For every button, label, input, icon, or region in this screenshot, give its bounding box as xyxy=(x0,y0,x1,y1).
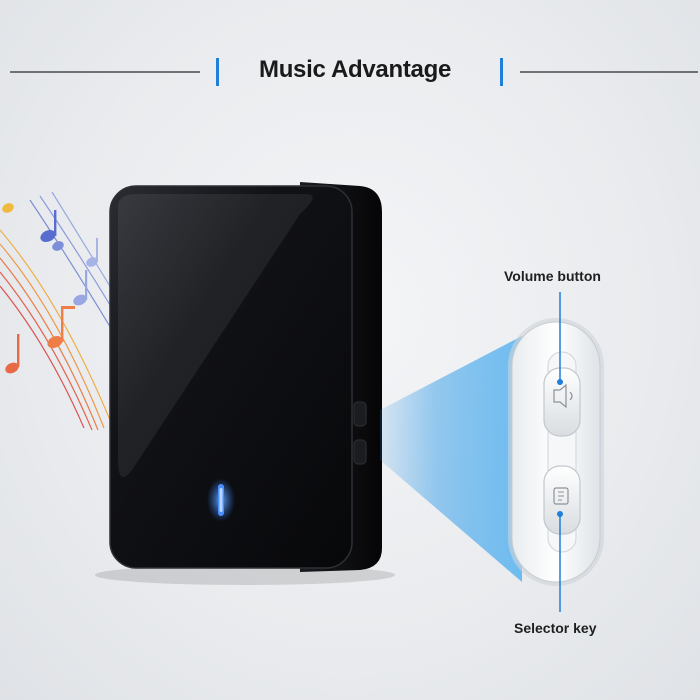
volume-button-label: Volume button xyxy=(504,268,601,284)
header-divider-right xyxy=(500,58,698,86)
music-notes-icon xyxy=(0,191,123,431)
zoom-beam xyxy=(380,336,522,582)
volume-icon xyxy=(543,367,581,437)
callout-leader-volume xyxy=(557,292,563,385)
selector-key-label: Selector key xyxy=(514,620,597,636)
button-closeup xyxy=(508,318,604,586)
callout-leader-selector xyxy=(557,511,563,612)
page-title: Music Advantage xyxy=(259,56,451,83)
doorbell-receiver xyxy=(109,185,367,569)
selector-icon xyxy=(543,465,581,535)
header-divider-left xyxy=(10,58,219,86)
led-indicator-icon xyxy=(207,478,235,522)
